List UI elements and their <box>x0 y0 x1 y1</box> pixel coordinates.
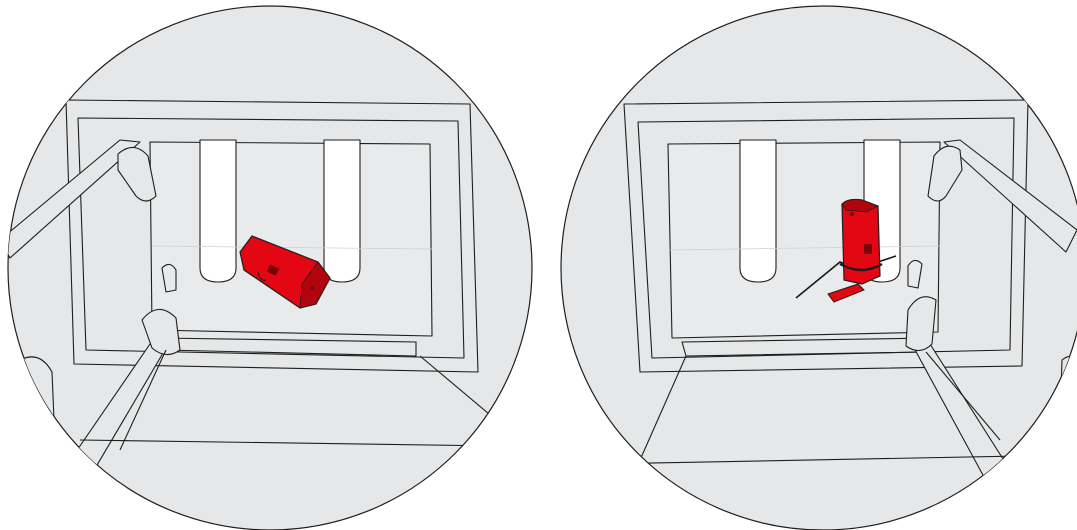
left-corner-object <box>19 356 55 426</box>
left-horizon <box>151 245 433 250</box>
right-hinge-lower <box>905 296 937 352</box>
left-floor-line-1 <box>79 439 501 447</box>
left-clip-small <box>161 263 177 293</box>
left-floor-line-2 <box>119 349 167 451</box>
right-tube-1 <box>739 139 777 283</box>
left-sensor-device <box>239 235 331 309</box>
right-frame-inner-rim <box>637 117 1015 359</box>
left-opening <box>149 141 433 337</box>
right-clip-small <box>907 259 923 289</box>
right-corner-object <box>1059 355 1077 424</box>
right-horizon <box>669 245 941 251</box>
right-hinge-upper <box>927 145 963 202</box>
right-panel <box>560 5 1077 530</box>
left-tube-2 <box>323 139 361 283</box>
right-floor-line-2 <box>639 355 687 461</box>
left-door-arm-upper <box>8 139 141 259</box>
left-hinge-upper <box>117 146 157 202</box>
right-floor-line-1 <box>599 455 1021 465</box>
right-sensor-device <box>827 198 883 303</box>
left-frame-inner-rim <box>77 117 465 359</box>
left-hinge-lower <box>141 308 181 356</box>
left-panel <box>7 5 533 530</box>
right-floor-line-3 <box>925 351 1001 441</box>
right-door-arm-upper <box>943 139 1077 253</box>
left-tube-1 <box>199 139 237 283</box>
